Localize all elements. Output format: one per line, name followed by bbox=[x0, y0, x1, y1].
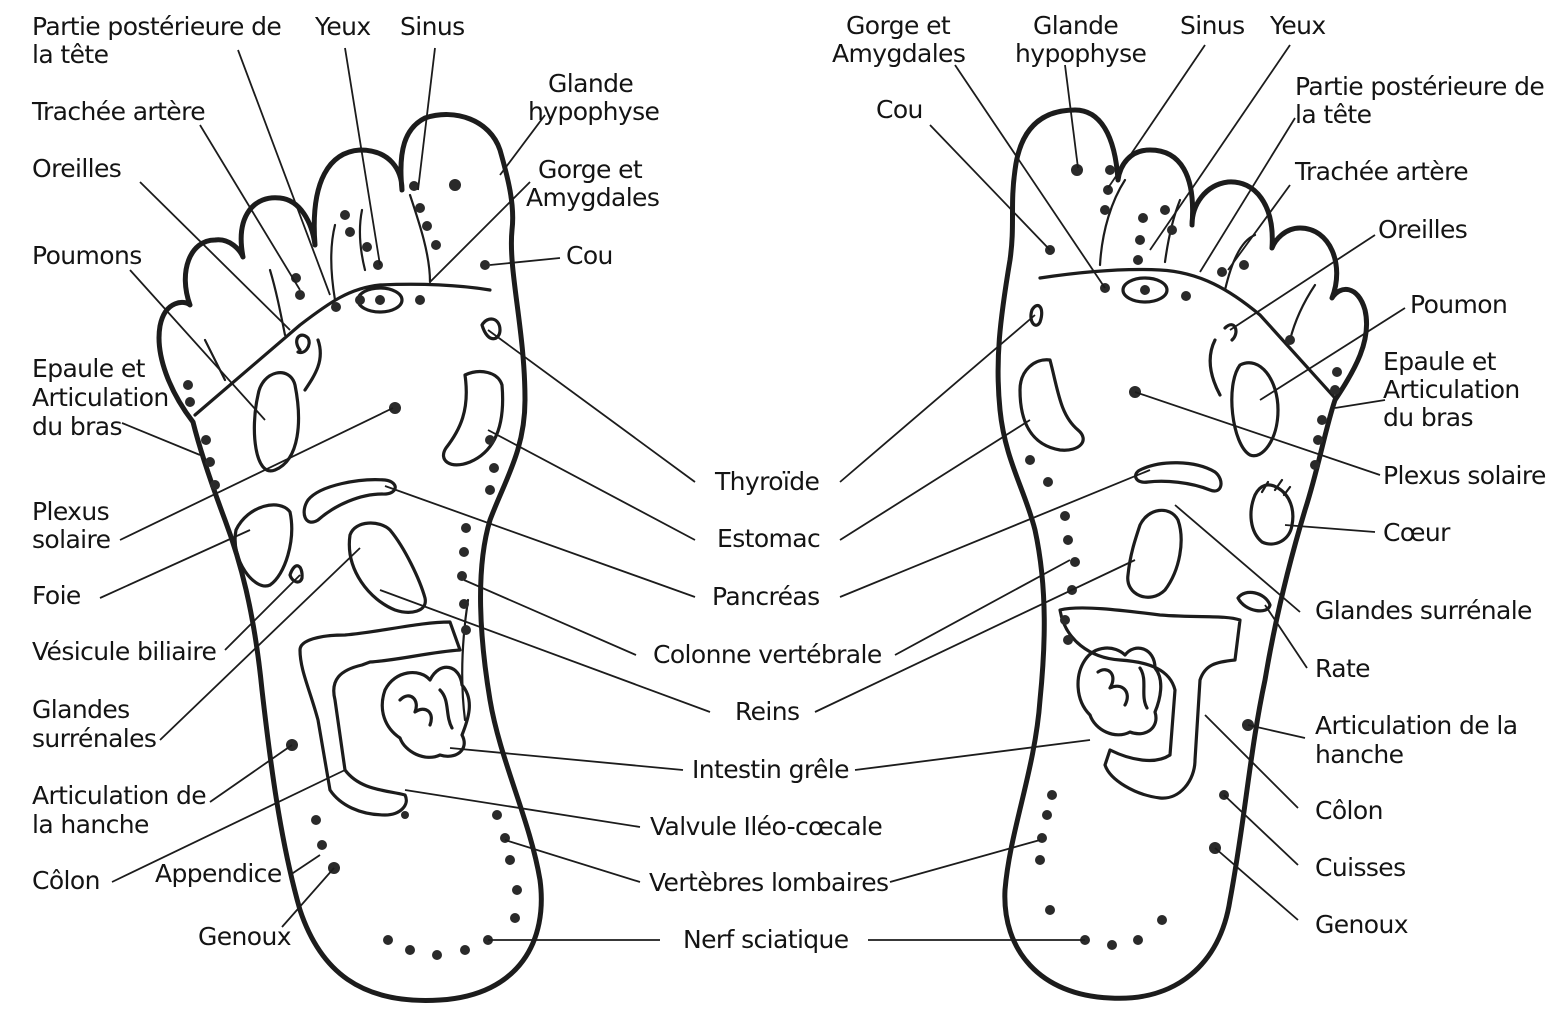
left-stomach-shape bbox=[441, 370, 505, 467]
label-right-solar-plexus: Plexus solaire bbox=[1383, 461, 1546, 490]
label-spine: Colonne vertébrale bbox=[653, 640, 882, 669]
label-thyroid: Thyroïde bbox=[714, 467, 820, 496]
label-right-colon: Côlon bbox=[1315, 796, 1383, 825]
right-pancreas-shape bbox=[1134, 461, 1223, 493]
label-left-throat: Gorge et Amygdales bbox=[526, 155, 659, 212]
label-right-eyes: Yeux bbox=[1269, 11, 1326, 40]
label-right-heart: Cœur bbox=[1383, 518, 1451, 547]
label-right-sinus: Sinus bbox=[1180, 11, 1245, 40]
left-kidney-shape bbox=[347, 521, 427, 614]
label-right-adrenals: Glandes surrénale bbox=[1315, 596, 1532, 625]
label-right-pituitary: Glande hypophyse bbox=[1015, 11, 1147, 68]
right-eye-icon bbox=[1121, 276, 1169, 304]
label-left-lungs: Poumons bbox=[32, 241, 142, 270]
left-ear-icon bbox=[295, 333, 322, 392]
right-foot-outline bbox=[995, 107, 1370, 1001]
right-foot-dots bbox=[1025, 164, 1342, 950]
right-small-intestine-shape bbox=[1076, 646, 1163, 737]
label-right-hip: Articulation de la hanche bbox=[1315, 711, 1525, 769]
label-left-knees: Genoux bbox=[198, 922, 291, 951]
label-right-spleen: Rate bbox=[1315, 654, 1370, 683]
label-right-trachea: Trachée artère bbox=[1294, 157, 1468, 186]
leader-lines bbox=[99, 44, 1406, 941]
right-colon-shape bbox=[1058, 606, 1242, 800]
label-left-shoulder: Epaule et Articulation du bras bbox=[32, 354, 176, 441]
left-toe-base-line bbox=[193, 282, 492, 417]
label-sciatic: Nerf sciatique bbox=[683, 925, 849, 954]
label-left-hip: Articulation de la hanche bbox=[32, 781, 213, 839]
right-toe-base-line bbox=[1038, 267, 1337, 400]
label-left-neck: Cou bbox=[566, 241, 613, 270]
right-heart-icon bbox=[1249, 478, 1295, 546]
label-left-gallbladder: Vésicule biliaire bbox=[32, 637, 216, 666]
left-thyroid-shape bbox=[480, 317, 502, 341]
label-left-liver: Foie bbox=[32, 581, 81, 610]
left-foot-outline bbox=[156, 112, 544, 1003]
label-left-solar-plexus: Plexus solaire bbox=[32, 497, 116, 554]
label-ileocecal-valve: Valvule Iléo-cœcale bbox=[650, 812, 882, 841]
label-left-pituitary: Glande hypophyse bbox=[528, 69, 660, 126]
left-foot-dots bbox=[183, 179, 522, 960]
left-lung-shape bbox=[252, 371, 301, 473]
left-foot bbox=[156, 112, 544, 1003]
label-right-lung: Poumon bbox=[1410, 290, 1507, 319]
left-gallbladder-shape bbox=[288, 564, 304, 584]
left-colon-shape bbox=[298, 620, 462, 817]
label-left-appendix: Appendice bbox=[155, 859, 282, 888]
left-liver-shape bbox=[233, 503, 294, 588]
label-left-sinus: Sinus bbox=[400, 12, 465, 41]
label-right-throat: Gorge et Amygdales bbox=[832, 11, 965, 68]
label-left-colon: Côlon bbox=[32, 866, 100, 895]
label-left-eyes: Yeux bbox=[314, 12, 371, 41]
label-left-ears: Oreilles bbox=[32, 154, 121, 183]
right-foot bbox=[995, 107, 1370, 1001]
label-right-knees: Genoux bbox=[1315, 910, 1408, 939]
label-right-ears: Oreilles bbox=[1378, 215, 1467, 244]
label-right-neck: Cou bbox=[876, 95, 923, 124]
label-stomach: Estomac bbox=[717, 524, 820, 553]
label-left-trachea: Trachée artère bbox=[31, 97, 205, 126]
right-spleen-shape bbox=[1236, 590, 1272, 613]
label-small-intestine: Intestin grêle bbox=[692, 755, 849, 784]
left-toe-separations bbox=[203, 193, 432, 382]
right-thyroid-shape bbox=[1029, 304, 1044, 327]
label-lumbar: Vertèbres lombaires bbox=[649, 868, 888, 897]
label-left-adrenals: Glandes surrénales bbox=[32, 695, 156, 753]
label-kidneys: Reins bbox=[735, 697, 799, 726]
right-lung-shape bbox=[1230, 361, 1280, 458]
left-small-intestine-shape bbox=[380, 665, 471, 759]
left-pancreas-shape bbox=[302, 478, 397, 524]
label-right-back-of-head: Partie postérieure de la tête bbox=[1295, 72, 1552, 129]
label-right-shoulder: Epaule et Articulation du bras bbox=[1383, 347, 1527, 432]
labels: Partie postérieure de la tête Yeux Sinus… bbox=[31, 11, 1552, 954]
label-right-thighs: Cuisses bbox=[1315, 853, 1406, 882]
left-spine-line bbox=[461, 598, 470, 722]
right-kidney-shape bbox=[1126, 508, 1183, 599]
label-left-back-of-head: Partie postérieure de la tête bbox=[32, 12, 289, 69]
right-stomach-shape bbox=[1018, 358, 1085, 452]
label-pancreas: Pancréas bbox=[712, 582, 820, 611]
